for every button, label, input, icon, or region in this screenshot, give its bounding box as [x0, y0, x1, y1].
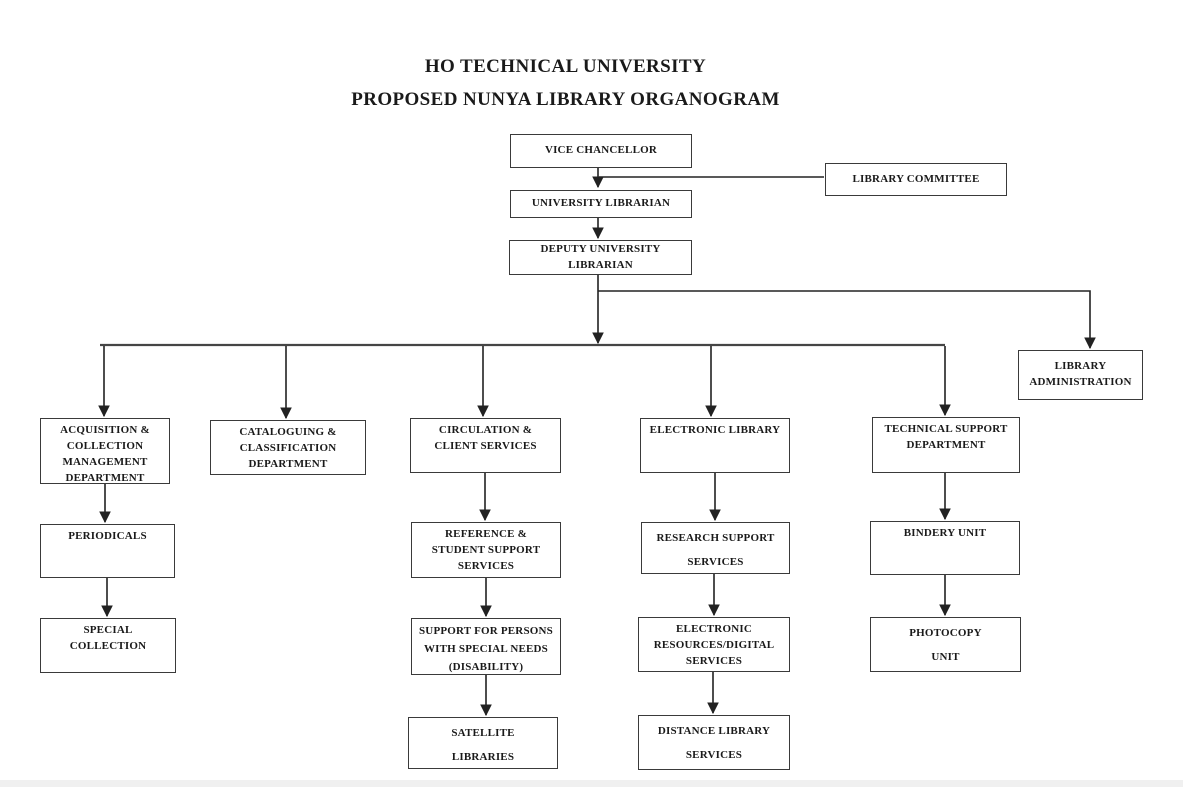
node-distance-library-services: DISTANCE LIBRARY SERVICES	[638, 715, 790, 770]
node-label: ELECTRONIC LIBRARY	[649, 424, 781, 436]
node-label: PHOTOCOPY UNIT	[909, 627, 982, 663]
title-line2: PROPOSED NUNYA LIBRARY ORGANOGRAM	[351, 89, 780, 110]
node-support-special-needs: SUPPORT FOR PERSONS WITH SPECIAL NEEDS (…	[411, 618, 561, 675]
node-label: REFERENCE & STUDENT SUPPORT SERVICES	[431, 528, 541, 572]
node-acquisition-collection-management: ACQUISITION & COLLECTION MANAGEMENT DEPA…	[40, 418, 170, 484]
node-label: ACQUISITION & COLLECTION MANAGEMENT DEPA…	[60, 424, 150, 484]
node-label: UNIVERSITY LIBRARIAN	[531, 197, 671, 210]
page-bottom-edge	[0, 780, 1183, 787]
node-periodicals: PERIODICALS	[40, 524, 175, 578]
node-special-collection: SPECIAL COLLECTION	[40, 618, 176, 673]
node-label: ELECTRONIC RESOURCES/DIGITAL SERVICES	[653, 623, 775, 667]
node-photocopy-unit: PHOTOCOPY UNIT	[870, 617, 1021, 672]
node-library-administration: LIBRARY ADMINISTRATION	[1018, 350, 1143, 400]
node-university-librarian: UNIVERSITY LIBRARIAN	[510, 190, 692, 218]
node-electronic-resources-digital-services: ELECTRONIC RESOURCES/DIGITAL SERVICES	[638, 617, 790, 672]
node-label: CIRCULATION & CLIENT SERVICES	[434, 424, 537, 452]
node-cataloguing-classification: CATALOGUING & CLASSIFICATION DEPARTMENT	[210, 420, 366, 475]
title-line1: HO TECHNICAL UNIVERSITY	[424, 56, 707, 77]
node-label: BINDERY UNIT	[903, 527, 987, 539]
node-library-committee: LIBRARY COMMITTEE	[825, 163, 1007, 196]
node-research-support-services: RESEARCH SUPPORT SERVICES	[641, 522, 790, 574]
node-label: DISTANCE LIBRARY SERVICES	[657, 725, 771, 761]
node-vice-chancellor: VICE CHANCELLOR	[510, 134, 692, 168]
node-label: TECHNICAL SUPPORT DEPARTMENT	[884, 423, 1008, 451]
node-label: LIBRARY ADMINISTRATION	[1029, 360, 1132, 388]
node-label: DEPUTY UNIVERSITY LIBRARIAN	[540, 242, 661, 271]
node-deputy-university-librarian: DEPUTY UNIVERSITY LIBRARIAN	[509, 240, 692, 275]
node-circulation-client-services: CIRCULATION & CLIENT SERVICES	[410, 418, 561, 473]
node-label: CATALOGUING & CLASSIFICATION DEPARTMENT	[239, 426, 337, 470]
node-label: RESEARCH SUPPORT SERVICES	[656, 532, 775, 568]
node-satellite-libraries: SATELLITE LIBRARIES	[408, 717, 558, 769]
node-label: SATELLITE LIBRARIES	[451, 727, 515, 763]
node-label: VICE CHANCELLOR	[544, 144, 658, 157]
diagram-title: HO TECHNICAL UNIVERSITY PROPOSED NUNYA L…	[0, 56, 1131, 111]
node-label: LIBRARY COMMITTEE	[852, 172, 980, 185]
node-bindery-unit: BINDERY UNIT	[870, 521, 1020, 575]
node-label: PERIODICALS	[68, 530, 147, 542]
node-label: SPECIAL COLLECTION	[69, 624, 147, 652]
node-electronic-library: ELECTRONIC LIBRARY	[640, 418, 790, 473]
node-technical-support-department: TECHNICAL SUPPORT DEPARTMENT	[872, 417, 1020, 473]
connector-dul-library-administration	[598, 290, 1090, 348]
node-reference-student-support: REFERENCE & STUDENT SUPPORT SERVICES	[411, 522, 561, 578]
node-label: SUPPORT FOR PERSONS WITH SPECIAL NEEDS (…	[418, 625, 553, 673]
